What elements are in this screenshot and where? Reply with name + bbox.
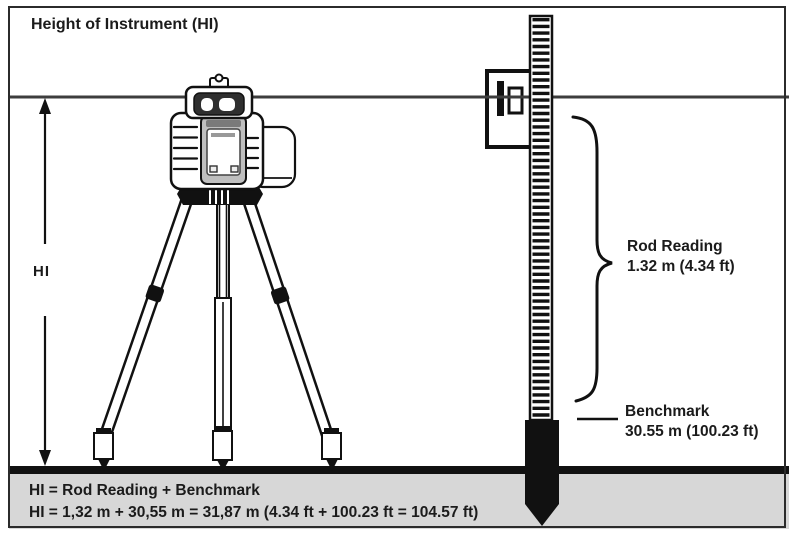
detector-display-window	[507, 86, 524, 115]
rotary-laser-level	[169, 73, 297, 205]
tripod-feet	[93, 426, 342, 471]
laser-detector	[485, 69, 534, 149]
diagram-title: Height of Instrument (HI)	[31, 16, 219, 33]
tripod-left-clamp	[145, 284, 165, 303]
leveling-rod	[525, 14, 559, 526]
benchmark-value: 30.55 m (100.23 ft)	[625, 423, 759, 440]
rod-reading-annotation: Rod Reading 1.32 m (4.34 ft)	[627, 237, 735, 277]
ground	[9, 466, 789, 529]
hi-dimension-label: HI	[33, 263, 50, 280]
tripod	[93, 188, 342, 471]
rod-reading-value: 1.32 m (4.34 ft)	[627, 258, 735, 275]
instrument-display	[200, 115, 247, 185]
benchmark-text: Benchmark	[625, 403, 710, 420]
instrument-rotary-head	[184, 85, 254, 120]
benchmark-stake	[525, 420, 559, 526]
formula-line-1: HI = Rod Reading + Benchmark	[29, 482, 260, 499]
hi-dimension-arrow	[39, 98, 51, 466]
ground-surface-line	[9, 466, 789, 474]
ground-fill	[9, 474, 789, 529]
frame-border	[8, 6, 786, 528]
rod-reading-brace	[571, 115, 613, 403]
formula-line-2: HI = 1,32 m + 30,55 m = 31,87 m (4.34 ft…	[29, 504, 479, 521]
instrument-grip-ridges	[172, 125, 260, 171]
rod-reading-text: Rod Reading	[627, 238, 723, 255]
benchmark-annotation: Benchmark 30.55 m (100.23 ft)	[625, 402, 759, 442]
formula-block: HI = Rod Reading + Benchmark HI = 1,32 m…	[29, 480, 478, 524]
tripod-right-clamp	[270, 286, 290, 305]
